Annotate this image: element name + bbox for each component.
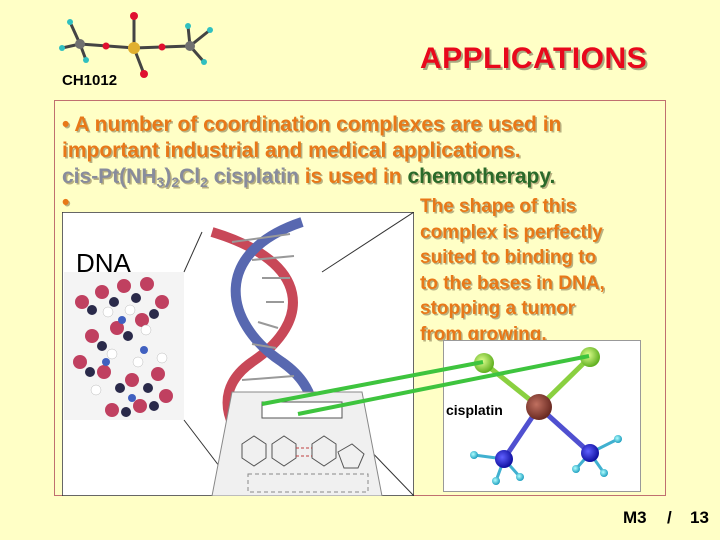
formula-part-b: ) [164,165,172,188]
chemotherapy-text: chemotherapy. [407,165,556,188]
cisplatin-label: cisplatin [446,402,503,418]
text-line-1: • A number of coordination complexes are… [62,113,562,136]
page-number: 13 [690,508,709,527]
text-line-2: important industrial and medical applica… [62,139,521,162]
shape-line: complex is perfectly [420,221,603,243]
shape-line: stopping a tumor [420,298,576,319]
formula-sub-3: 2 [200,174,208,190]
formula-sub-2: 2 [171,174,180,190]
formula-sub-1: 3 [156,174,165,190]
dna-illustration [62,212,414,496]
formula-part-a: cis-Pt(NH [62,165,157,188]
shape-line: The shape of this [420,196,577,217]
text-line-3: cis-Pt(NH3)2Cl2 cisplatin is used in che… [62,164,555,190]
used-in-text: is used in [298,165,408,188]
base-pair-detail [211,391,383,496]
slide-title: APPLICATIONS [420,42,648,75]
footer-module: M3 [623,508,647,527]
shape-line: suited to binding to [420,247,597,268]
dna-label: DNA [76,248,131,278]
cisplatin-name: cisplatin [207,165,299,188]
shape-line: to the bases in DNA, [420,272,605,294]
course-code: CH1012 [62,72,118,89]
bullet-2: • [62,191,70,214]
footer-separator: / [667,508,672,527]
space-filling-model [64,272,184,420]
shape-line: from growing. [420,323,547,345]
formula-part-c: Cl [179,165,201,188]
shape-description: The shape of this complex is perfectly s… [420,194,605,347]
molecule-logo-icon [59,12,213,78]
